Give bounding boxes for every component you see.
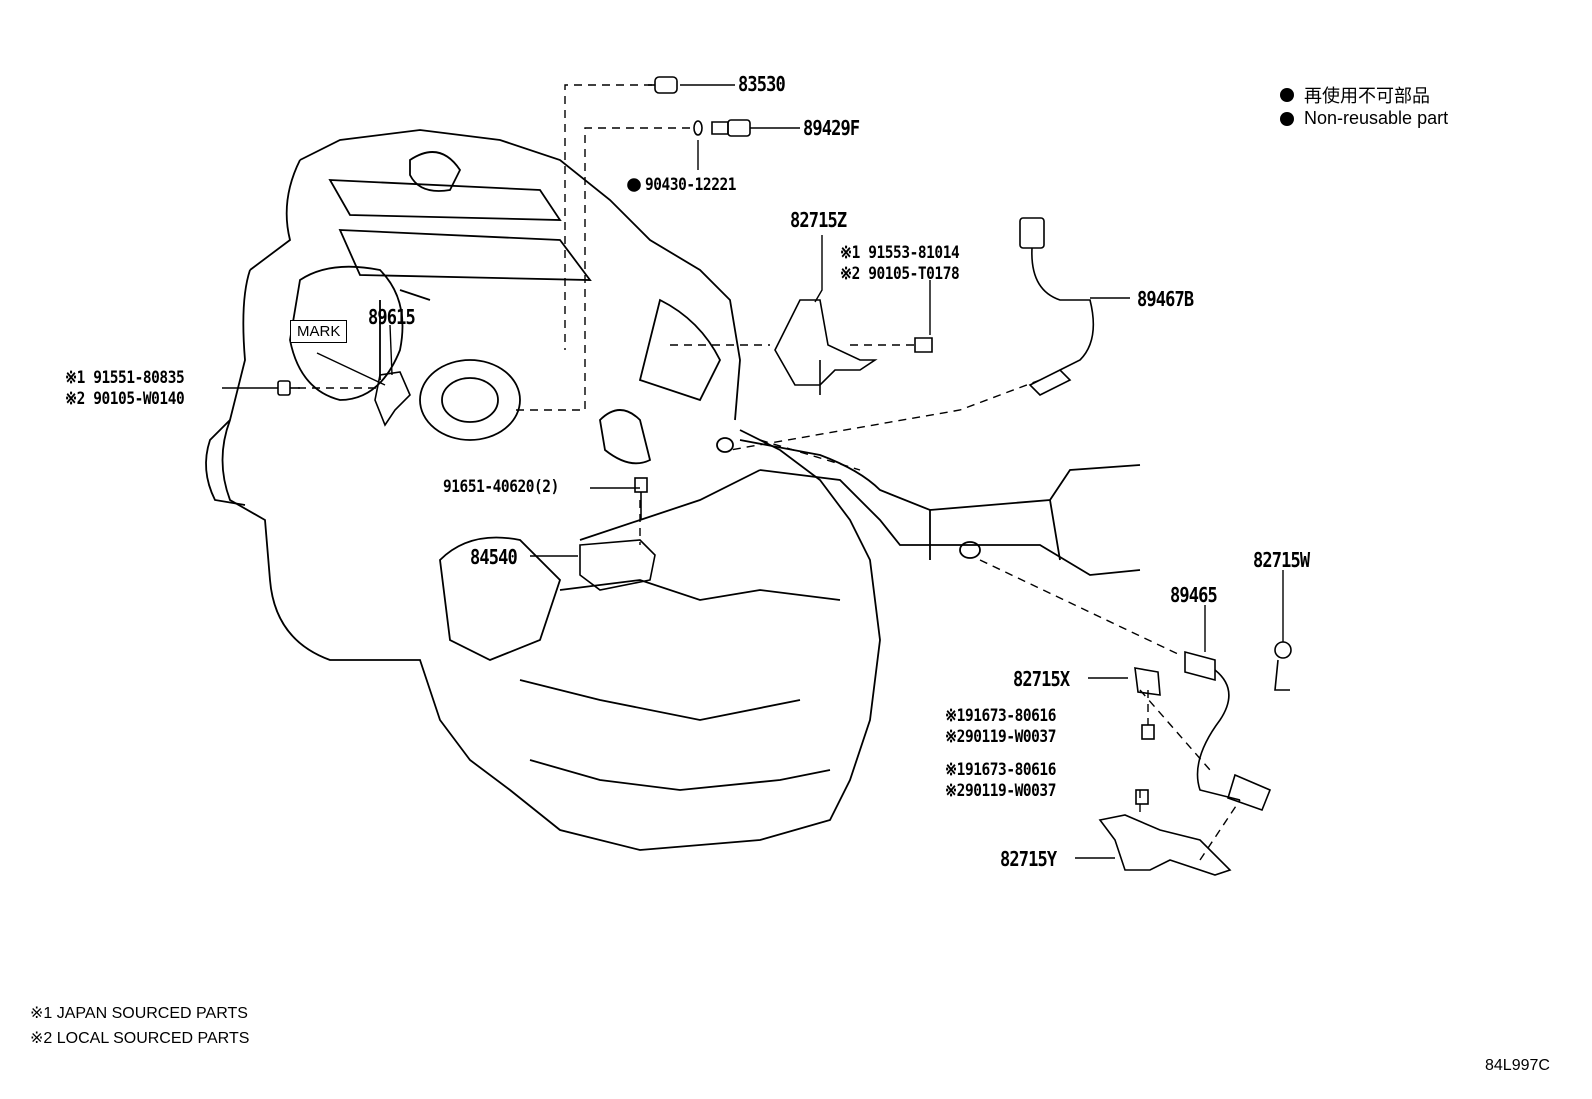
- dashed-lines: [298, 84, 1241, 861]
- part-sketches: [277, 76, 1292, 876]
- part-label-91673-a: ※191673-80616: [945, 706, 1056, 726]
- diagram-id: 84L997C: [1485, 1057, 1550, 1074]
- part-label-90105-t: ※2 90105-T0178: [840, 264, 960, 284]
- part-label-83530: 83530: [738, 72, 786, 96]
- part-label-91651: 91651-40620(2): [443, 477, 559, 497]
- leader-lines: [222, 84, 1284, 859]
- filled-dot-icon: [1280, 111, 1294, 126]
- part-label-91551: ※1 91551-80835: [65, 368, 185, 388]
- mark-label: MARK: [290, 320, 348, 343]
- legend-en-text: Non-reusable part: [1304, 108, 1449, 128]
- part-label-90119-b: ※290119-W0037: [945, 781, 1056, 801]
- footnote-japan-sourced: ※1 JAPAN SOURCED PARTS: [30, 1005, 248, 1022]
- filled-dot-icon: [1280, 88, 1294, 102]
- part-label-90105-w: ※2 90105-W0140: [65, 389, 185, 409]
- part-label-91673-b: ※191673-80616: [945, 760, 1056, 780]
- legend-non-reusable-en: Non-reusable part: [1280, 108, 1448, 129]
- engine-outline: [205, 129, 881, 851]
- part-label-90119-a: ※290119-W0037: [945, 727, 1056, 747]
- part-label-91553: ※1 91553-81014: [840, 243, 960, 263]
- part-label-90430: 90430-12221: [645, 175, 737, 195]
- part-label-89429f: 89429F: [803, 116, 860, 140]
- legend-jp-text: 再使用不可部品: [1304, 86, 1430, 106]
- legend-non-reusable-jp: 再使用不可部品: [1280, 82, 1430, 108]
- part-label-89615: 89615: [368, 305, 416, 329]
- part-label-89467b: 89467B: [1137, 287, 1194, 311]
- footnote-local-sourced: ※2 LOCAL SOURCED PARTS: [30, 1030, 250, 1047]
- part-label-89465: 89465: [1170, 583, 1218, 607]
- part-label-82715z: 82715Z: [790, 208, 847, 232]
- part-label-84540: 84540: [470, 545, 518, 569]
- part-label-82715w: 82715W: [1253, 548, 1310, 572]
- part-label-82715x: 82715X: [1013, 667, 1070, 691]
- part-label-82715y: 82715Y: [1000, 847, 1057, 871]
- exhaust-pipe: [716, 437, 1141, 576]
